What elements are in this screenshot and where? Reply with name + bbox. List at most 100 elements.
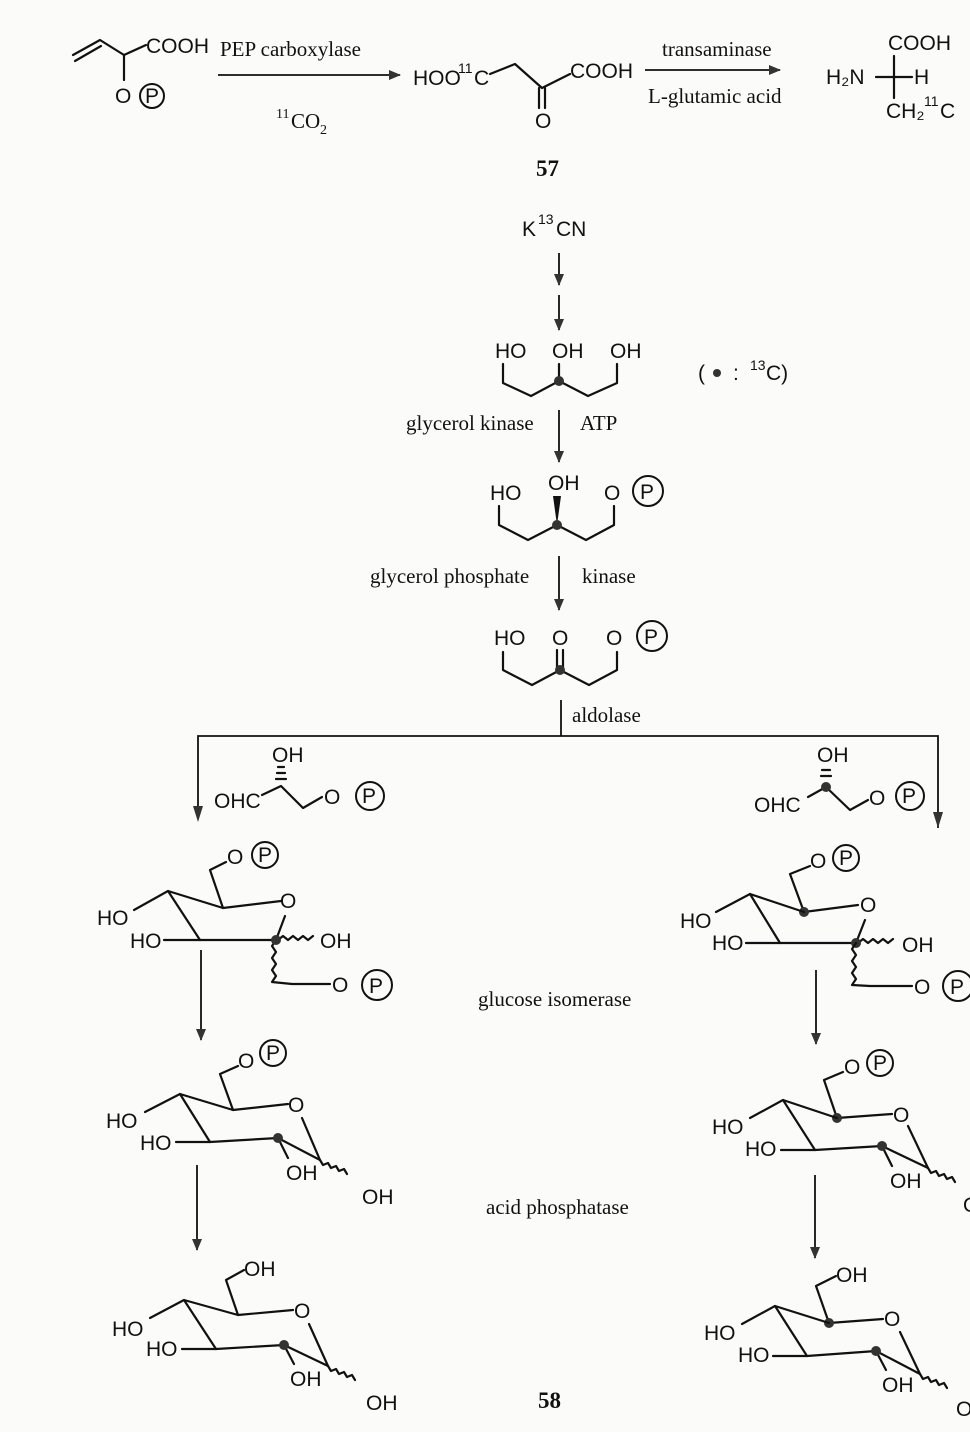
svg-text:P: P [873,1052,887,1075]
svg-text:HO: HO [738,1344,770,1367]
svg-text:HO: HO [704,1322,736,1345]
svg-text:O: O [238,1050,254,1073]
reagent-kinase: kinase [582,564,636,588]
phosphate-icon [895,781,925,811]
svg-text:HO: HO [106,1110,138,1133]
c13-label-dot [555,665,565,675]
fbp-left-structure: O P O HO HO OH O P [97,841,393,1001]
svg-text:P: P [362,785,376,808]
svg-text:COOH: COOH [888,32,951,55]
aldolase-branch-line [197,735,939,828]
pep-o: O [115,85,131,108]
c13-label-dot [871,1346,881,1356]
reagent-atp: ATP [580,411,617,435]
svg-text:O: O [280,890,296,913]
svg-text:HO: HO [680,910,712,933]
svg-text:OHC: OHC [754,794,801,817]
g6p-right-structure: O P O HO HO OH OH [712,1049,970,1217]
compound-number-58: 58 [538,1388,561,1413]
phosphate-icon [632,475,664,507]
svg-text:OH: OH [836,1264,868,1287]
svg-text:OH: OH [552,340,584,363]
phosphate-icon [832,844,860,872]
g6p-left-structure: O P O HO HO OH OH [106,1039,394,1209]
svg-text:P: P [258,844,272,867]
wedge-bond [553,496,561,525]
phosphate-icon [251,841,279,869]
svg-text:C: C [940,100,955,123]
svg-text:O: O [914,976,930,999]
pep-structure: COOH O P [71,35,209,109]
svg-text:OH: OH [286,1162,318,1185]
svg-text:CO: CO [291,109,320,133]
ga3p-right-structure: OH OHC O P [754,744,925,817]
c13-label-dot [273,1133,283,1143]
svg-text:2: 2 [320,123,327,138]
ga3p-left-structure: OH OHC O P [214,744,385,813]
arrow-right-branch [933,812,943,828]
svg-text:HO: HO [112,1318,144,1341]
svg-text:P: P [902,785,916,808]
glucose-right-structure: OH O HO HO OH OH [704,1264,970,1421]
svg-text:OH: OH [320,930,352,953]
c13-label-dot [279,1340,289,1350]
arrow-left-branch [193,806,203,822]
kcn-label: K 13 CN [522,211,586,241]
svg-text:HO: HO [140,1132,172,1155]
compound-number-57: 57 [536,156,559,181]
svg-text:HO: HO [97,907,129,930]
svg-text:H₂N: H₂N [826,66,864,89]
svg-text:OH: OH [956,1398,970,1421]
oxaloacetate-structure: HOO 11 C COOH O [413,60,633,133]
c13-label-dot [821,782,831,792]
dhap-structure: HO O O P [494,620,668,687]
svg-text:HO: HO [712,932,744,955]
c13-label-dot [552,520,562,530]
fbp-right-structure: O P O HO HO OH O P [680,844,970,1002]
svg-text:OH: OH [272,744,304,767]
svg-text:HO: HO [490,482,522,505]
reagent-glycerol-kinase: glycerol kinase [406,411,534,435]
reagent-aldolase: aldolase [572,703,641,727]
phosphate-icon [866,1049,894,1077]
reagent-glucose-isomerase: glucose isomerase [478,987,631,1011]
svg-text:O: O [227,846,243,869]
svg-text:H: H [914,66,929,89]
svg-text:O: O [604,482,620,505]
svg-text::: : [733,362,739,385]
svg-text:O: O [552,627,568,650]
svg-text:CN: CN [556,218,586,241]
svg-text:P: P [644,626,658,649]
svg-text:CH₂: CH₂ [886,100,924,123]
reagent-glutamic-acid: L-glutamic acid [648,84,782,108]
svg-text:OH: OH [362,1186,394,1209]
c13-label-dot [554,376,564,386]
legend-dot-icon [713,369,721,377]
svg-text:K: K [522,218,536,241]
svg-text:O: O [860,894,876,917]
glycerol-phosphate-structure: HO OH O P [490,472,664,542]
svg-text:O: O [294,1300,310,1323]
reagent-acid-phosphatase: acid phosphatase [486,1195,629,1219]
legend-13c: ( : 13 C) [698,357,788,385]
svg-text:OH: OH [890,1170,922,1193]
svg-text:OH: OH [244,1258,276,1281]
svg-text:13: 13 [750,357,766,373]
svg-text:O: O [884,1308,900,1331]
svg-text:11: 11 [276,107,289,122]
phosphate-icon [139,83,165,109]
svg-text:(: ( [698,362,705,385]
svg-text:O: O [288,1094,304,1117]
svg-text:HO: HO [130,930,162,953]
reagent-glycerol-phosphate: glycerol phosphate [370,564,529,588]
glucose-left-structure: OH O HO HO OH OH [112,1258,398,1415]
svg-text:O: O [606,627,622,650]
svg-text:HO: HO [745,1138,777,1161]
svg-text:P: P [369,975,383,998]
svg-text:C): C) [766,362,788,385]
svg-text:O: O [324,786,340,809]
pep-cooh: COOH [146,35,209,58]
c13-label-dot [877,1141,887,1151]
phosphate-icon [942,970,970,1002]
